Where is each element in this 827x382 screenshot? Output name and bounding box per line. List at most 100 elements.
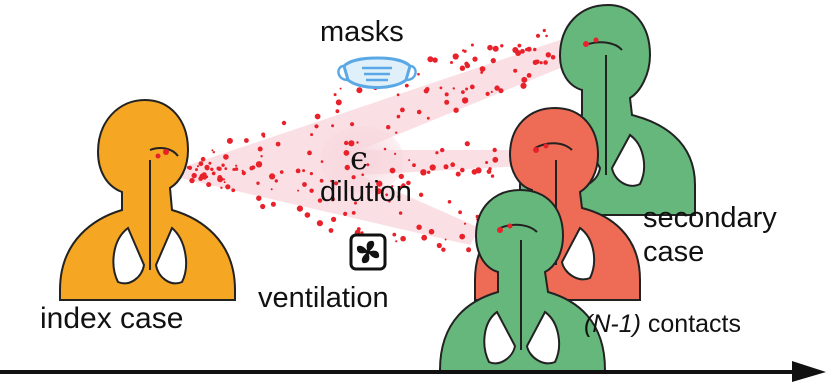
aerosol-particle	[384, 148, 387, 151]
secondary-case-label-line1: secondary	[643, 204, 777, 233]
aerosol-particle	[386, 125, 390, 129]
aerosol-particle	[412, 163, 416, 167]
aerosol-particle	[463, 100, 466, 103]
masks-label: masks	[320, 18, 404, 47]
aerosol-particle	[350, 122, 354, 126]
aerosol-particle	[533, 48, 536, 51]
aerosol-particle	[244, 138, 249, 143]
aerosol-particle	[282, 121, 286, 125]
aerosol-particle	[493, 46, 499, 52]
index-case-person	[60, 100, 235, 300]
aerosol-particle	[472, 169, 478, 175]
aerosol-particle	[206, 182, 211, 187]
aerosol-particle	[551, 55, 556, 60]
aerosol-particle	[235, 167, 239, 171]
aerosol-particle	[487, 45, 493, 51]
aerosol-particle	[462, 49, 465, 52]
aerosol-particle	[394, 153, 396, 155]
aerosol-particle	[459, 234, 465, 240]
aerosol-particle	[399, 211, 402, 214]
aerosol-particle	[450, 162, 455, 167]
aerosol-particle	[271, 202, 276, 207]
aerosol-particle	[211, 149, 213, 151]
aerosol-particle	[417, 73, 420, 76]
aerosol-particle	[465, 63, 470, 68]
aerosol-particle	[352, 211, 356, 215]
aerosol-particle	[521, 77, 527, 83]
aerosol-particle	[315, 114, 321, 120]
aerosol-particle	[480, 66, 486, 72]
aerosol-particle	[217, 175, 222, 180]
aerosol-particle	[296, 169, 301, 174]
aerosol-particle	[280, 170, 284, 174]
aerosol-particle	[192, 173, 197, 178]
aerosol-particle	[427, 117, 430, 120]
aerosol-particle	[456, 172, 461, 177]
aerosol-particle	[321, 160, 324, 163]
aerosol-particle	[466, 247, 471, 252]
aerosol-particle	[425, 87, 429, 91]
aerosol-particle	[331, 124, 334, 127]
aerosol-particle	[260, 204, 265, 209]
aerosol-particle	[527, 47, 532, 52]
aerosol-particle	[419, 193, 423, 197]
aerosol-particle	[307, 151, 312, 156]
aerosol-particle	[395, 132, 397, 134]
aerosol-particle	[435, 151, 438, 154]
aerosol-particle	[256, 161, 262, 167]
aerosol-particle	[445, 92, 449, 96]
aerosol-particle	[408, 159, 410, 161]
aerosol-particle	[416, 225, 421, 230]
aerosol-particle	[201, 157, 206, 162]
aerosol-particle	[340, 88, 342, 90]
aerosol-particle	[470, 85, 475, 90]
aerosol-particle	[197, 165, 199, 167]
aerosol-particle	[220, 187, 222, 189]
contacts-count: (N-1)	[584, 310, 641, 338]
aerosol-particle	[437, 243, 442, 248]
aerosol-particle	[302, 182, 307, 187]
aerosol-particle	[518, 44, 522, 48]
ventilation-label: ventilation	[258, 284, 389, 313]
aerosol-particle	[536, 34, 540, 38]
aerosol-particle	[275, 179, 278, 182]
aerosol-particle	[405, 84, 409, 88]
aerosol-particle	[520, 49, 525, 54]
aerosol-particle	[271, 188, 273, 190]
aerosol-particle	[486, 92, 490, 96]
aerosol-particle	[500, 44, 503, 47]
aerosol-particle	[491, 91, 493, 93]
fan-icon	[351, 235, 385, 269]
aerosol-particle	[487, 169, 492, 174]
aerosol-particle	[188, 166, 192, 170]
aerosol-particle	[543, 60, 548, 65]
aerosol-particle	[397, 93, 400, 96]
aerosol-particle	[460, 168, 465, 173]
aerosol-particle	[460, 66, 465, 71]
aerosol-particle	[256, 182, 259, 185]
aerosol-particle	[334, 93, 337, 96]
aerosol-particle	[432, 57, 437, 62]
aerosol-particle	[310, 172, 313, 175]
aerosol-particle	[210, 168, 213, 171]
aerosol-particle	[344, 141, 348, 145]
secondary-case-label-line2: case	[643, 238, 704, 267]
aerosol-particle	[465, 141, 470, 146]
aerosol-particle	[420, 169, 426, 175]
aerosol-particle	[485, 161, 488, 164]
aerosol-particle	[356, 87, 362, 93]
arrow-right-icon	[0, 361, 826, 382]
aerosol-particle	[430, 164, 436, 170]
aerosol-particle	[189, 178, 194, 183]
aerosol-particle	[224, 167, 227, 170]
aerosol-particle	[444, 100, 449, 105]
aerosol-particle	[493, 148, 497, 152]
aerosol-particle	[461, 90, 465, 94]
aerosol-particle	[472, 57, 477, 62]
aerosol-particle	[224, 181, 226, 183]
aerosol-particle	[440, 87, 443, 90]
aerosol-particle	[429, 229, 435, 235]
aerosol-particle	[440, 148, 444, 152]
aerosol-particle	[494, 85, 499, 90]
aerosol-particle	[212, 172, 216, 176]
